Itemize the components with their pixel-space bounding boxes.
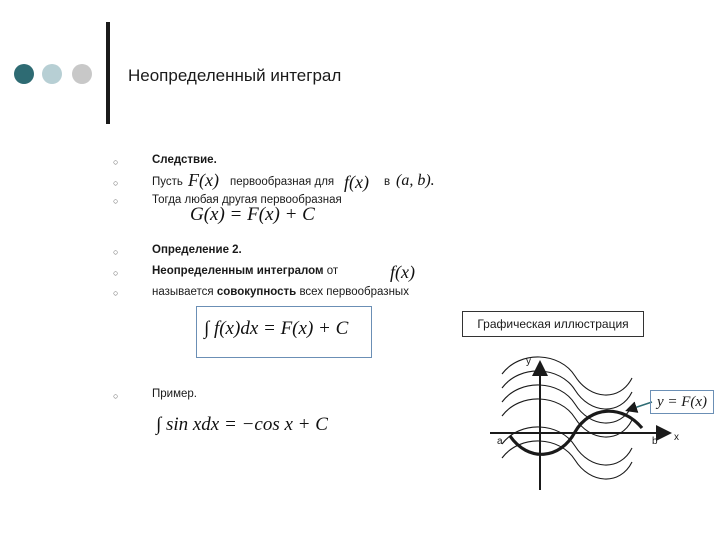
- logo-dot-3: [72, 64, 92, 84]
- bullet-icon: ○: [113, 391, 119, 401]
- definition-heading: Определение 2.: [152, 244, 242, 256]
- definition-line1-rest: от: [323, 265, 339, 277]
- x-axis-label: x: [674, 432, 679, 443]
- definition-f-formula: f(x): [390, 262, 415, 282]
- bullet-icon: ○: [113, 196, 119, 206]
- definition-formula: ∫ f(x)dx = F(x) + C: [204, 318, 349, 339]
- corollary-f-formula: f(x): [344, 172, 369, 192]
- bullet-icon: ○: [113, 247, 119, 257]
- definition-formula-box: [196, 306, 372, 358]
- bullet-icon: ○: [113, 178, 119, 188]
- corollary-interval: (a, b).: [396, 172, 435, 189]
- page-title: Неопределенный интеграл: [128, 66, 342, 85]
- definition-line2-b: всех первообразных: [296, 286, 409, 298]
- logo-dot-1: [14, 64, 34, 84]
- definition-term: Неопределенным интегралом: [152, 265, 324, 277]
- logo-dot-2: [42, 64, 62, 84]
- definition-line2-a: называется: [152, 286, 217, 298]
- corollary-F-formula: F(x): [188, 170, 219, 190]
- corollary-formula: G(x) = F(x) + C: [190, 204, 315, 225]
- y-axis-label: y: [526, 356, 531, 367]
- definition-keyword: совокупность: [216, 286, 297, 298]
- definition-line1: Неопределенным интегралом от: [152, 265, 338, 277]
- curve-label: y = F(x): [650, 390, 714, 414]
- corollary-line2: Тогда любая другая первообразная: [152, 194, 342, 206]
- bullet-icon: ○: [113, 157, 119, 167]
- bullet-icon: ○: [113, 268, 119, 278]
- corollary-line1-c: в: [384, 176, 391, 188]
- bullet-icon: ○: [113, 288, 119, 298]
- illustration-caption: Графическая иллюстрация: [462, 311, 644, 337]
- corollary-heading: Следствие.: [152, 154, 217, 166]
- example-heading: Пример.: [152, 388, 197, 400]
- corollary-line1-a: Пусть: [152, 176, 183, 188]
- example-formula: ∫ sin xdx = −cos x + C: [156, 414, 328, 435]
- title-divider: [106, 22, 110, 124]
- definition-line2: называется совокупность всех первообразн…: [152, 286, 409, 298]
- corollary-line1-b: первообразная для: [230, 176, 335, 188]
- b-label: b: [652, 436, 658, 447]
- a-label: a: [497, 436, 503, 447]
